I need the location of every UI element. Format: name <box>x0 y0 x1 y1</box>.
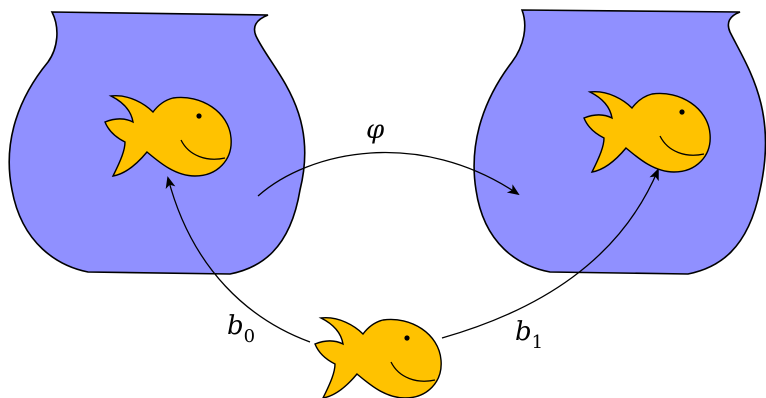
b1-label-subscript: 1 <box>532 332 543 353</box>
bottom-goldfish-icon <box>314 317 442 398</box>
b1-arrow <box>441 168 659 339</box>
right-bowl-goldfish-icon <box>583 91 711 173</box>
b1-label-base: b <box>515 317 532 347</box>
phi-label: φ <box>366 115 385 145</box>
b0-label-base: b <box>227 311 244 341</box>
b0-arrow <box>165 176 311 343</box>
b0-label-subscript: 0 <box>244 326 255 347</box>
phi-arrow <box>257 151 520 197</box>
b1-label: b1 <box>515 317 543 353</box>
left-bowl-goldfish-icon <box>104 95 232 177</box>
b0-label: b0 <box>227 311 255 347</box>
